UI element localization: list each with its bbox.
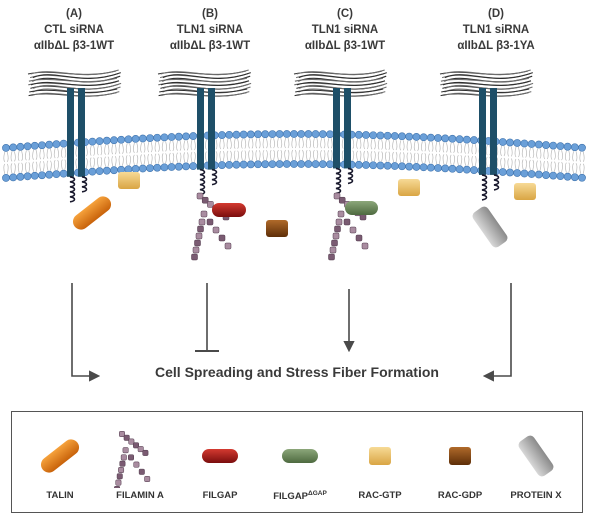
integrin-icon [333, 88, 354, 195]
membrane-diagram [2, 69, 586, 382]
legend-item-protein-x: PROTEIN X [496, 412, 576, 512]
rac-gtp-icon [118, 172, 140, 189]
panel-c-label: (C) TLN1 siRNA αIIbΔL β3-1WT [285, 6, 405, 54]
talin-icon [40, 439, 80, 473]
integrin-icon [479, 88, 500, 201]
rac-gdp-icon [449, 447, 471, 465]
panel-b-letter: (B) [202, 8, 218, 20]
extracellular-matrix [27, 69, 534, 97]
rac-gtp-icon [514, 183, 536, 200]
cytoplasmic-proteins [72, 172, 536, 261]
panel-d-label: (D) TLN1 siRNA αIIbΔL β3-1YA [436, 6, 556, 54]
panel-a-label: (A) CTL siRNA αIIbΔL β3-1WT [14, 6, 134, 54]
ecm-fiber-cluster [293, 69, 388, 97]
panel-a-letter: (A) [66, 8, 82, 20]
legend-label-rac-gdp: RAC-GDP [437, 490, 483, 501]
outcome-label: Cell Spreading and Stress Fiber Formatio… [155, 364, 439, 380]
talin-icon [72, 196, 112, 230]
panel-d-construct: αIIbΔL β3-1YA [457, 40, 535, 52]
rac-gtp-icon [369, 447, 391, 465]
rac-gtp-icon [398, 179, 420, 196]
arrows [71, 283, 512, 382]
rac-gdp-icon [266, 220, 288, 237]
arrow-d-to-outcome [482, 283, 512, 382]
legend-label-filgap-dgap: FILGAPΔGAP [273, 490, 327, 503]
legend-label-protein-x: PROTEIN X [510, 490, 562, 501]
filgap-icon [212, 203, 246, 217]
panel-b-construct: αIIbΔL β3-1WT [169, 40, 251, 52]
ecm-fiber-cluster [27, 69, 122, 97]
protein-x-icon [518, 435, 554, 477]
integrin-icon [197, 88, 218, 196]
panel-c-letter: (C) [337, 8, 353, 20]
panel-a-condition: CTL siRNA [44, 24, 104, 36]
legend-label-filgap: FILGAP [202, 490, 238, 501]
legend-item-rac-gtp: RAC-GTP [340, 412, 420, 512]
arrow-a-to-outcome [71, 283, 101, 382]
filamin-a-icon [114, 431, 151, 488]
ecm-fiber-cluster [439, 69, 534, 97]
legend-label-rac-gtp: RAC-GTP [358, 490, 402, 501]
integrins [67, 88, 500, 203]
legend-item-filamin-a: FILAMIN A [100, 412, 180, 512]
filgap-dgap-icon [282, 449, 318, 463]
panel-d-condition: TLN1 siRNA [462, 24, 530, 36]
legend-item-talin: TALIN [20, 412, 100, 512]
ecm-fiber-cluster [157, 69, 252, 97]
filgap-icon [202, 449, 238, 463]
filgap-dgap-icon [345, 201, 378, 215]
legend-label-filamin-a: FILAMIN A [116, 490, 164, 501]
panel-b-label: (B) TLN1 siRNA αIIbΔL β3-1WT [150, 6, 270, 54]
legend-label-talin: TALIN [46, 490, 74, 501]
legend-item-rac-gdp: RAC-GDP [420, 412, 500, 512]
panel-c-condition: TLN1 siRNA [311, 24, 379, 36]
lipid-bilayer [2, 130, 586, 182]
integrin-icon [67, 88, 88, 203]
legend-item-filgap-dgap: FILGAPΔGAP [260, 412, 340, 512]
panel-b-condition: TLN1 siRNA [176, 24, 244, 36]
protein-x-icon [472, 206, 508, 248]
legend: TALIN FILAMIN A FILGAP FILGAPΔGAP RAC-GT… [11, 411, 583, 513]
panel-d-letter: (D) [488, 8, 504, 20]
legend-item-filgap: FILGAP [180, 412, 260, 512]
panel-c-construct: αIIbΔL β3-1WT [304, 40, 386, 52]
panel-a-construct: αIIbΔL β3-1WT [33, 40, 115, 52]
